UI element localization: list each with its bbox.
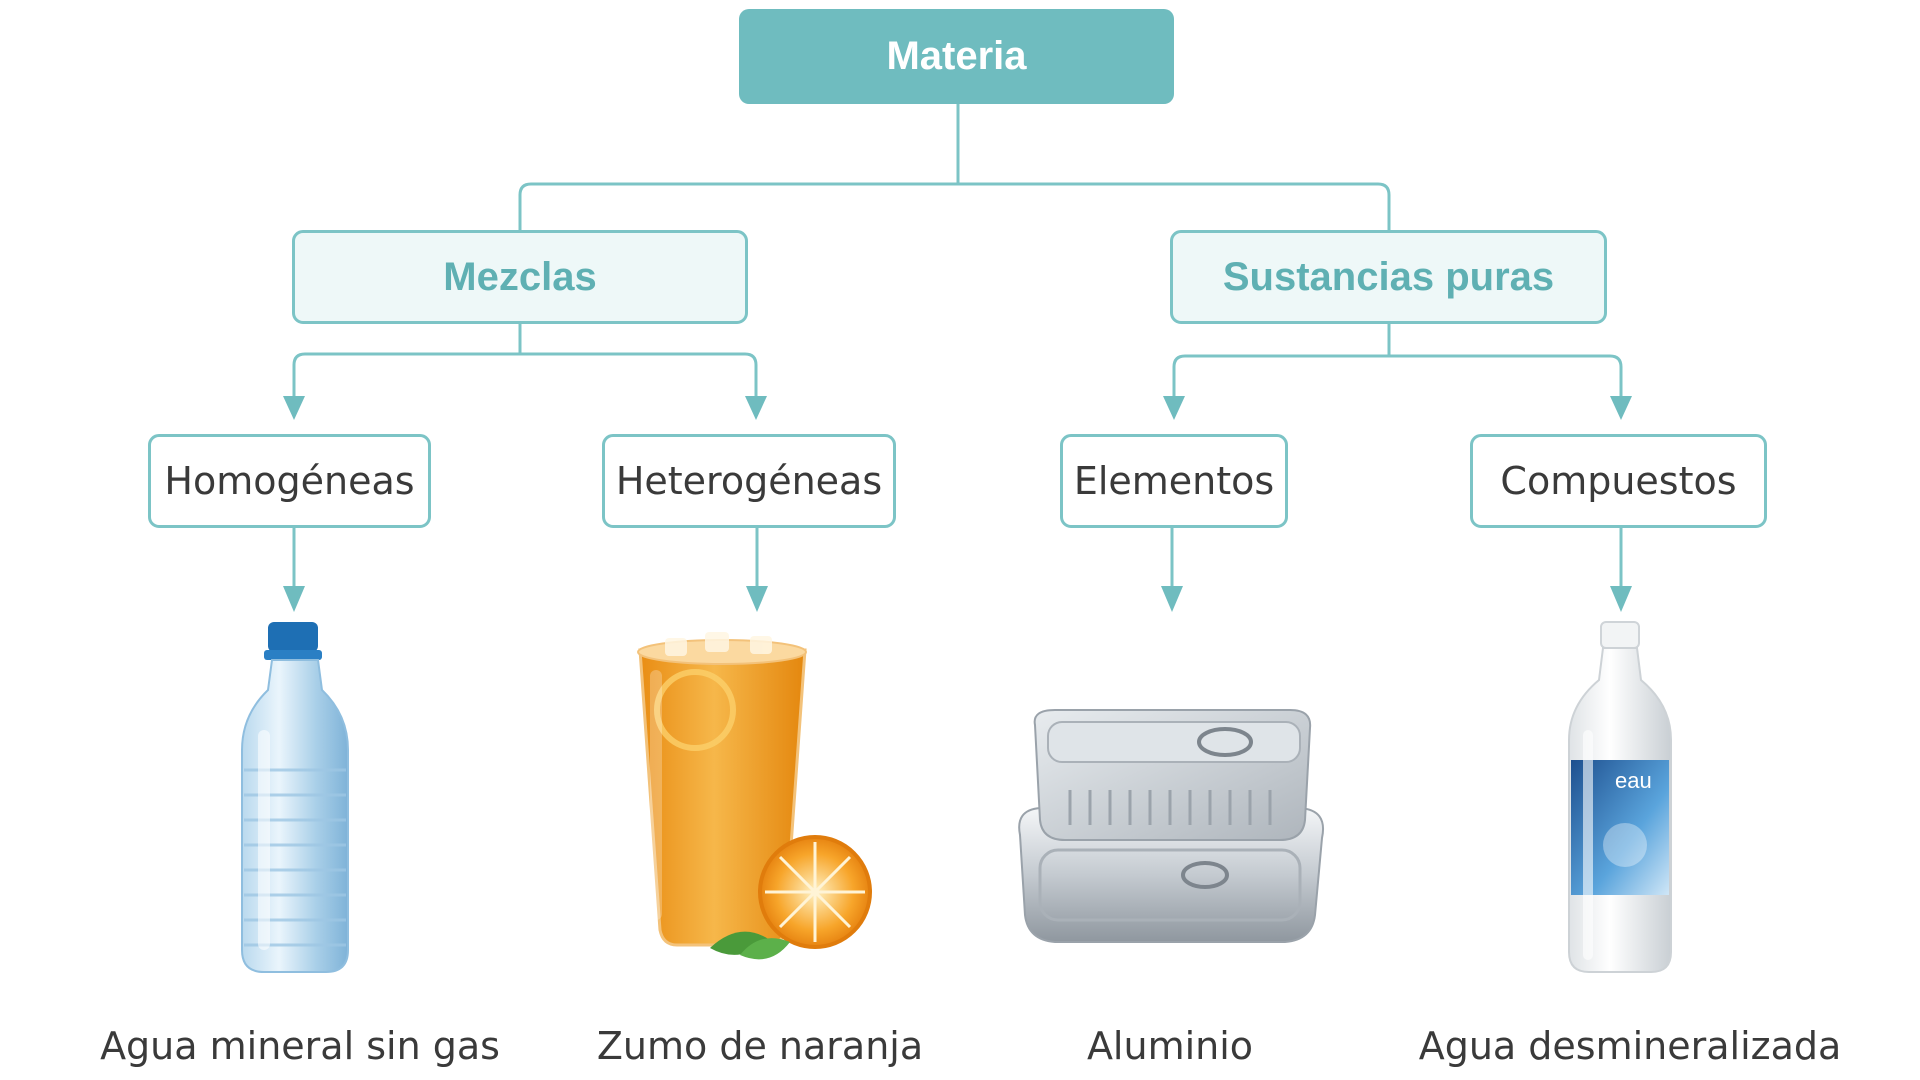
arrow-heterogeneas [745,396,767,420]
subcategory-node-elementos: Elementos [1060,434,1288,528]
connector-sustancias-subs [1172,324,1623,402]
arrow-example-3 [1161,586,1183,612]
example-caption-aluminio: Aluminio [1086,1024,1254,1068]
svg-text:eau: eau [1615,768,1652,793]
category-node-mezclas: Mezclas [292,230,748,324]
connector-mezclas-subs [292,324,758,402]
arrow-example-1 [283,586,305,612]
subcategory-label: Heterogéneas [615,459,883,503]
example-caption-agua-desmineralizada: Agua desmineralizada [1418,1024,1842,1068]
aluminum-can-icon [1018,709,1324,943]
category-label: Mezclas [443,254,597,299]
arrow-example-4 [1610,586,1632,612]
orange-juice-icon [637,632,872,960]
white-bottle-icon: eau [1568,621,1672,973]
arrow-example-2 [746,586,768,612]
subcategory-node-compuestos: Compuestos [1470,434,1767,528]
arrow-compuestos [1610,396,1632,420]
arrow-elementos [1163,396,1185,420]
subcategory-node-heterogeneas: Heterogéneas [602,434,896,528]
subcategory-label: Compuestos [1500,459,1737,503]
root-label: Materia [886,34,1027,78]
connector-root-categories [518,104,1391,230]
example-caption-zumo-naranja: Zumo de naranja [596,1024,924,1068]
subcategory-label: Elementos [1073,459,1275,503]
example-caption-agua-mineral: Agua mineral sin gas [100,1024,500,1068]
water-bottle-icon [241,622,349,973]
arrow-homogeneas [283,396,305,420]
root-node-materia: Materia [739,9,1174,104]
subcategory-label: Homogéneas [164,459,415,503]
category-label: Sustancias puras [1222,254,1555,299]
subcategory-node-homogeneas: Homogéneas [148,434,431,528]
category-node-sustancias-puras: Sustancias puras [1170,230,1607,324]
